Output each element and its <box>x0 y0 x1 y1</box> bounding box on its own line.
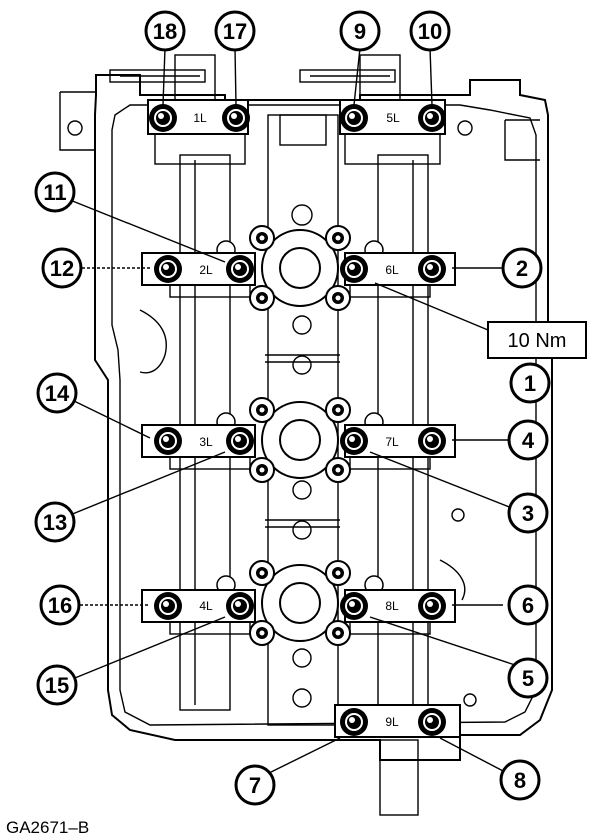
cap-bolt <box>340 592 368 620</box>
svg-text:2: 2 <box>516 256 528 281</box>
svg-text:17: 17 <box>223 19 247 44</box>
svg-text:4: 4 <box>522 428 535 453</box>
cap-bolt <box>154 255 182 283</box>
callout-1: 1 <box>509 362 551 404</box>
callout-12: 12 <box>41 247 83 289</box>
torque-callout: 10 Nm <box>487 321 587 359</box>
cap-bolts <box>149 104 446 736</box>
svg-text:8: 8 <box>514 768 526 793</box>
callout-13: 13 <box>34 501 76 543</box>
callout-16: 16 <box>39 584 81 626</box>
cap-bolt <box>340 708 368 736</box>
cap-bolt <box>418 255 446 283</box>
cap-bolt <box>226 427 254 455</box>
figure-id: GA2671–B <box>6 818 89 837</box>
camshaft-front-ends <box>109 54 401 101</box>
svg-text:18: 18 <box>153 19 177 44</box>
callout-5: 5 <box>507 657 549 699</box>
valve-retainer <box>325 397 351 423</box>
cap-label-8l: 8L <box>385 599 399 613</box>
cap-label-9l: 9L <box>385 715 399 729</box>
valve-retainer <box>249 560 275 586</box>
cap-bolt <box>418 104 446 132</box>
svg-text:10: 10 <box>418 19 442 44</box>
svg-text:3: 3 <box>522 501 534 526</box>
cap-bolt <box>154 592 182 620</box>
valve-retainer <box>325 620 351 646</box>
valve-retainer <box>249 225 275 251</box>
callout-11: 11 <box>34 171 76 213</box>
cap-bolt <box>340 255 368 283</box>
cap-label-5l: 5L <box>386 111 400 125</box>
callout-7: 7 <box>234 764 276 806</box>
callout-4: 4 <box>507 419 549 461</box>
torque-value: 10 Nm <box>508 330 567 352</box>
valve-retainer <box>249 397 275 423</box>
callout-14: 14 <box>36 372 78 414</box>
cap-label-4l: 4L <box>199 599 213 613</box>
valve-retainer <box>325 285 351 311</box>
svg-text:16: 16 <box>48 593 72 618</box>
valve-retainer <box>325 225 351 251</box>
callout-6: 6 <box>507 584 549 626</box>
cap-label-1l: 1L <box>193 111 207 125</box>
svg-text:6: 6 <box>522 593 534 618</box>
svg-text:5: 5 <box>522 666 534 691</box>
cap-label-7l: 7L <box>385 435 399 449</box>
cap-bolt <box>149 104 177 132</box>
svg-text:7: 7 <box>249 773 261 798</box>
cap-bolt <box>222 104 250 132</box>
cap-bolt <box>226 592 254 620</box>
callout-9: 9 <box>339 10 381 52</box>
cap-bolt <box>226 255 254 283</box>
callout-3: 3 <box>507 492 549 534</box>
callout-8: 8 <box>499 759 541 801</box>
svg-text:11: 11 <box>43 180 66 205</box>
valve-retainer <box>249 620 275 646</box>
valve-retainer <box>249 285 275 311</box>
spark-plug-bores <box>261 229 339 642</box>
bore-row-1 <box>261 229 339 307</box>
cap-labels: 1L 5L 2L 6L 3L 7L 4L 8L 9L <box>193 111 400 729</box>
cap-bolt <box>418 708 446 736</box>
valve-retainer <box>325 560 351 586</box>
cap-label-3l: 3L <box>199 435 213 449</box>
cap-bolt <box>340 104 368 132</box>
svg-text:14: 14 <box>45 381 70 406</box>
callout-2: 2 <box>501 247 543 289</box>
cap-bolt <box>418 592 446 620</box>
cap-bolt <box>154 427 182 455</box>
cap-label-2l: 2L <box>199 263 213 277</box>
bore-row-2 <box>261 401 339 479</box>
svg-text:12: 12 <box>50 256 74 281</box>
valve-retainer <box>249 457 275 483</box>
valve-retainer <box>325 457 351 483</box>
bore-row-3 <box>261 564 339 642</box>
cap-bolt <box>340 427 368 455</box>
svg-text:15: 15 <box>45 673 69 698</box>
callout-10: 10 <box>409 10 451 52</box>
callout-18: 18 <box>144 10 186 52</box>
svg-text:9: 9 <box>354 19 366 44</box>
svg-text:1: 1 <box>524 371 536 396</box>
leader-lines <box>69 47 516 776</box>
svg-text:13: 13 <box>43 510 67 535</box>
cap-label-6l: 6L <box>385 263 399 277</box>
cap-bolt <box>418 427 446 455</box>
callout-15: 15 <box>36 664 78 706</box>
callout-17: 17 <box>214 10 256 52</box>
